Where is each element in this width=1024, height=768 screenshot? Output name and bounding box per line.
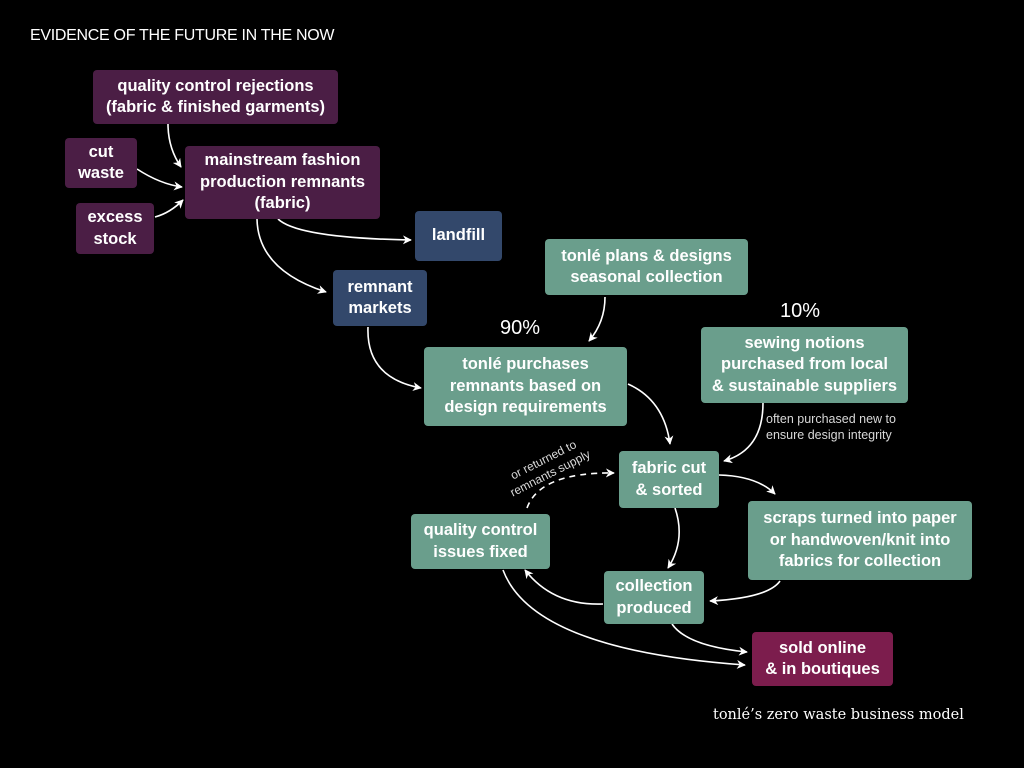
arrow-mainstream-to-remnant-markets bbox=[256, 218, 327, 294]
node-fabric-cut-sorted: fabric cut & sorted bbox=[619, 451, 719, 508]
node-purchases-remnants: tonlé purchases remnants based on design… bbox=[424, 347, 627, 426]
arrow-purchases-to-fabric-cut bbox=[627, 383, 674, 445]
node-excess-stock: excess stock bbox=[76, 203, 154, 254]
arrow-plans-to-purchases bbox=[588, 296, 606, 342]
page-title: EVIDENCE OF THE FUTURE IN THE NOW bbox=[30, 27, 335, 44]
node-landfill: landfill bbox=[415, 211, 502, 261]
arrow-qc-rejections-to-mainstream bbox=[167, 123, 182, 168]
caption-business-model: tonlé’s zero waste business model bbox=[713, 707, 964, 723]
node-cut-waste: cut waste bbox=[65, 138, 137, 188]
node-remnant-markets: remnant markets bbox=[333, 270, 427, 326]
label-10-percent: 10% bbox=[780, 300, 821, 322]
arrow-notions-to-fabric-cut bbox=[723, 402, 764, 464]
arrow-collection-to-qc-fixed bbox=[524, 569, 604, 605]
node-qc-rejections: quality control rejections (fabric & fin… bbox=[93, 70, 338, 124]
node-collection-produced: collection produced bbox=[604, 571, 704, 624]
arrow-fabric-cut-to-collection bbox=[667, 507, 680, 569]
node-mainstream-remnants: mainstream fashion production remnants (… bbox=[185, 146, 380, 219]
arrow-excess-stock-to-mainstream bbox=[154, 199, 184, 218]
label-90-percent: 90% bbox=[500, 317, 541, 339]
node-scraps-paper: scraps turned into paper or handwoven/kn… bbox=[748, 501, 972, 580]
node-plans-designs: tonlé plans & designs seasonal collectio… bbox=[545, 239, 748, 295]
arrow-qc-fixed-to-sold bbox=[502, 569, 746, 669]
arrow-collection-to-sold bbox=[671, 623, 748, 656]
arrow-cut-waste-to-mainstream bbox=[136, 168, 183, 191]
note-notions-new: often purchased new to ensure design int… bbox=[766, 412, 896, 442]
node-qc-issues-fixed: quality control issues fixed bbox=[411, 514, 550, 569]
arrow-mainstream-to-landfill bbox=[277, 218, 412, 245]
node-sold-online-boutiques: sold online & in boutiques bbox=[752, 632, 893, 686]
arrow-remnant-markets-to-purchases bbox=[367, 326, 422, 391]
arrow-fabric-cut-to-scraps bbox=[718, 474, 776, 495]
arrow-scraps-to-collection bbox=[709, 580, 781, 606]
node-sewing-notions: sewing notions purchased from local & su… bbox=[701, 327, 908, 403]
